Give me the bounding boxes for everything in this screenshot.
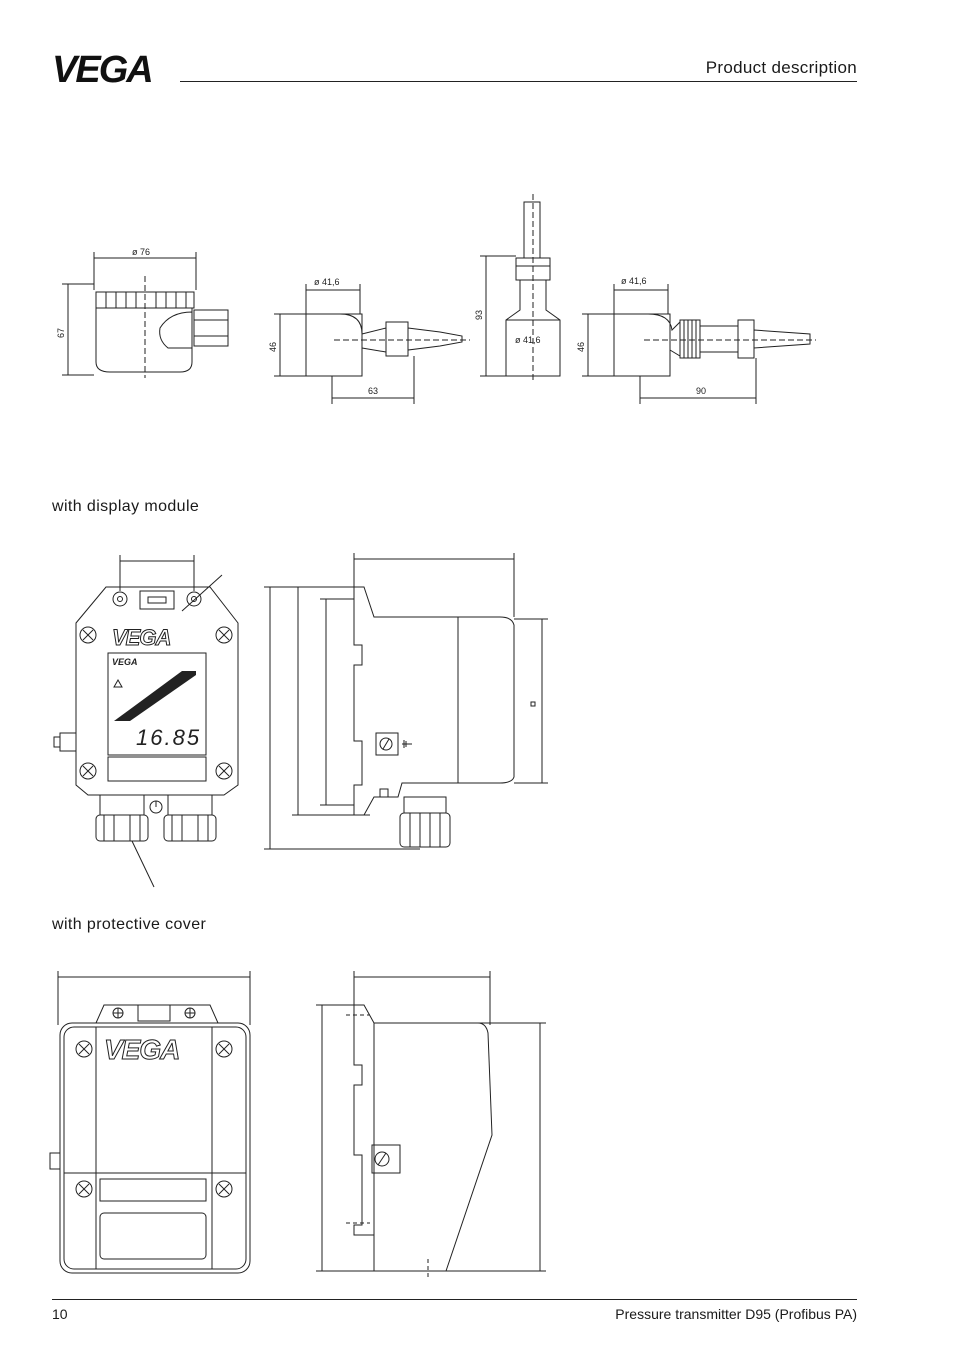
protective-cover-side-view — [316, 971, 546, 1279]
connector-c-height-label: 46 — [576, 342, 586, 352]
bargraph-icon — [114, 671, 196, 721]
connector-b-height-label: 93 — [474, 310, 484, 320]
connector-b-drawing: 93 ø 41,6 — [474, 194, 561, 382]
section-title: Product description — [705, 58, 857, 77]
warning-icon — [113, 678, 123, 688]
housing-drawing: ø 76 67 — [56, 247, 229, 378]
housing-diameter-label: ø 76 — [132, 247, 150, 257]
protective-cover-caption: with protective cover — [52, 916, 207, 933]
connector-a-height-label: 46 — [268, 342, 278, 352]
page-number: 10 — [52, 1306, 68, 1322]
connector-a-length-label: 63 — [368, 386, 378, 396]
document-title: Pressure transmitter D95 (Profibus PA) — [615, 1306, 857, 1322]
header-rule — [180, 81, 857, 82]
protective-cover-front-view: VEGA — [49, 971, 251, 1274]
panel-vega-logo: VEGA — [112, 625, 170, 650]
display-module-drawings: VEGA VEGA 16.85 — [53, 553, 548, 888]
display-module-side-view — [264, 553, 548, 850]
housing-height-label: 67 — [56, 328, 66, 338]
cover-vega-logo: VEGA — [104, 1034, 179, 1065]
connector-c-diameter-label: ø 41,6 — [621, 276, 647, 286]
connector-b-diameter-label: ø 41,6 — [515, 335, 541, 345]
vega-logo: VEGA — [52, 50, 154, 88]
display-vega-logo: VEGA — [112, 657, 138, 667]
svg-text:VEGA: VEGA — [52, 50, 152, 88]
protective-cover-drawings: VEGA — [49, 971, 546, 1279]
display-value: 16.85 — [136, 725, 201, 750]
dimension-drawings: ø 76 67 ø 41,6 46 63 — [56, 194, 816, 404]
display-module-front-view: VEGA VEGA 16.85 — [53, 555, 239, 888]
display-module-caption: with display module — [52, 498, 200, 515]
connector-a-diameter-label: ø 41,6 — [314, 277, 340, 287]
connector-c-drawing: ø 41,6 46 90 — [576, 276, 816, 404]
connector-c-length-label: 90 — [696, 386, 706, 396]
connector-a-drawing: ø 41,6 46 63 — [268, 277, 470, 404]
footer-rule — [52, 1299, 857, 1300]
